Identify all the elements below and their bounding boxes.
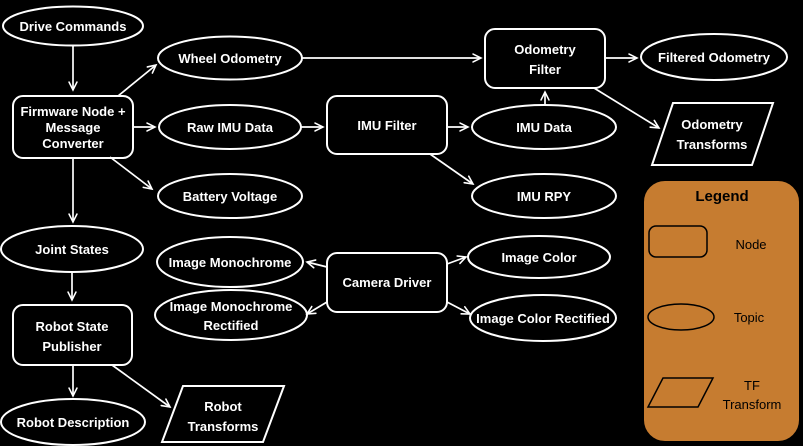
topic-image-color-rectified-label: Image Color Rectified (476, 311, 610, 326)
edge-odometry-filter-to-odometry-transforms (593, 87, 661, 129)
node-odometry-filter (484, 28, 606, 89)
topic-battery-voltage-label: Battery Voltage (183, 189, 277, 204)
node-firmware-node (12, 95, 134, 159)
topic-imu-data-label: IMU Data (516, 120, 572, 135)
topic-joint-states (0, 225, 144, 273)
topic-image-color (467, 235, 611, 279)
topics: Drive Commands Wheel Odometry Raw IMU Da… (0, 5, 788, 446)
legend-tf-transform-label-line1: TF (744, 378, 760, 393)
nodes: Firmware Node + Message Converter IMU Fi… (12, 28, 606, 366)
topic-image-monochrome-rectified (154, 289, 308, 341)
tf-robot-transforms (160, 385, 286, 443)
edges (67, 46, 661, 409)
topic-filtered-odometry-label: Filtered Odometry (658, 50, 771, 65)
edge-camera-driver-to-image-color (446, 255, 468, 265)
tf-robot-transforms-label-line1: Robot (204, 399, 242, 414)
node-robot-state-publisher (12, 304, 133, 366)
node-imu-filter-label: IMU Filter (357, 118, 416, 133)
topic-joint-states-label: Joint States (35, 242, 109, 257)
topic-drive-commands-label: Drive Commands (20, 19, 127, 34)
legend-tf-transform-shape (646, 377, 715, 408)
topic-image-color-label: Image Color (501, 250, 576, 265)
topic-image-monochrome-label: Image Monochrome (169, 255, 292, 270)
node-firmware-node-label-line3: Converter (42, 136, 103, 151)
topic-wheel-odometry-label: Wheel Odometry (178, 51, 282, 66)
topic-image-monochrome-rectified-label-line2: Rectified (204, 318, 259, 333)
topic-imu-rpy (471, 173, 617, 219)
topic-image-color-rectified (469, 294, 617, 342)
edge-camera-driver-to-image-monochrome-rectified (305, 301, 328, 315)
topic-wheel-odometry (157, 35, 303, 81)
tf-robot-transforms-label-line2: Transforms (188, 419, 259, 434)
legend-title: Legend (695, 188, 748, 205)
node-firmware-node-label-line2: Message (46, 120, 101, 135)
node-robot-state-publisher-label-line2: Publisher (42, 339, 101, 354)
topic-image-monochrome-rectified-label-line1: Image Monochrome (170, 299, 293, 314)
node-robot-state-publisher-label-line1: Robot State (36, 319, 109, 334)
topic-robot-description-label: Robot Description (17, 415, 130, 430)
topic-robot-description (0, 398, 146, 446)
node-odometry-filter-label-line1: Odometry (514, 42, 576, 57)
topic-imu-data (471, 104, 617, 150)
edge-robot-state-publisher-to-robot-transforms (111, 364, 172, 409)
tf-transforms: Odometry Transforms Robot Transforms (160, 102, 775, 443)
legend-box (642, 179, 801, 443)
legend-topic-label: Topic (734, 310, 765, 325)
legend-topic-shape (647, 303, 715, 331)
topic-raw-imu-data (158, 104, 302, 150)
legend: Legend Node Topic TF Transform (642, 179, 801, 443)
node-imu-filter (326, 95, 448, 155)
node-odometry-filter-label-line2: Filter (529, 62, 561, 77)
topic-battery-voltage (157, 173, 303, 219)
node-camera-driver-label: Camera Driver (343, 275, 432, 290)
topic-drive-commands (2, 5, 144, 47)
edge-camera-driver-to-image-color-rectified (446, 301, 472, 315)
node-firmware-node-label-line1: Firmware Node + (20, 104, 126, 119)
tf-odometry-transforms-label-line2: Transforms (677, 137, 748, 152)
tf-odometry-transforms-label-line1: Odometry (681, 117, 743, 132)
tf-odometry-transforms (650, 102, 775, 166)
topic-filtered-odometry (640, 33, 788, 81)
topic-image-monochrome (156, 236, 304, 288)
edge-firmware-node-to-wheel-odometry (117, 63, 158, 97)
legend-node-shape (648, 225, 708, 258)
legend-node-label: Node (735, 237, 766, 252)
node-camera-driver (326, 252, 448, 313)
topic-imu-rpy-label: IMU RPY (517, 189, 572, 204)
legend-tf-transform-label-line2: Transform (723, 397, 782, 412)
topic-raw-imu-data-label: Raw IMU Data (187, 120, 274, 135)
edge-camera-driver-to-image-monochrome (305, 259, 328, 269)
edge-firmware-node-to-battery-voltage (109, 156, 154, 191)
edge-imu-filter-to-imu-rpy (429, 153, 475, 186)
